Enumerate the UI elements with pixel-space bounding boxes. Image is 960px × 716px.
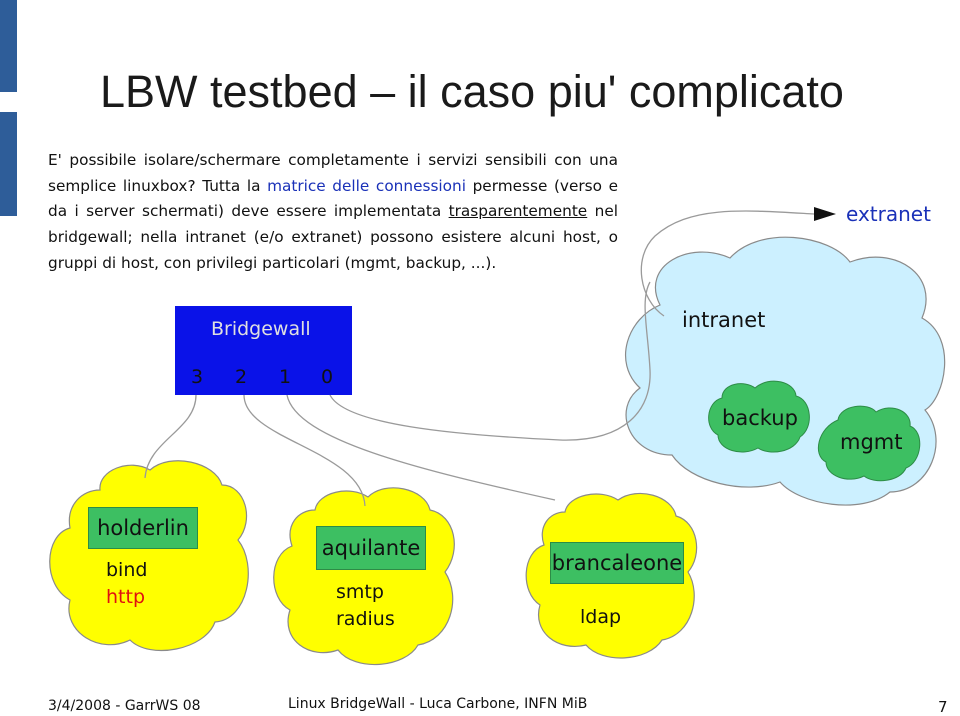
host-brancaleone-tag: brancaleone <box>550 542 684 584</box>
host-aquilante-tag: aquilante <box>316 526 426 570</box>
backup-label: backup <box>722 406 798 430</box>
mgmt-cloud <box>817 405 921 482</box>
host-holderlin-tag: holderlin <box>88 507 198 549</box>
host-brancaleone-name: brancaleone <box>551 551 683 575</box>
holderlin-cloud <box>49 460 249 652</box>
port-1: 1 <box>279 366 292 388</box>
link-port0-intranet <box>329 281 651 441</box>
mgmt-label: mgmt <box>840 430 903 454</box>
edge-bar-bottom <box>0 112 17 216</box>
port-0: 0 <box>321 366 334 388</box>
host-holderlin-name: holderlin <box>97 516 189 540</box>
slide-title: LBW testbed – il caso piu' complicato <box>100 66 844 117</box>
service-ldap: ldap <box>580 606 622 628</box>
service-bind: bind <box>106 559 148 581</box>
aquilante-cloud <box>273 487 455 666</box>
body-underlined: trasparentemente <box>448 202 588 221</box>
footer-date: 3/4/2008 - GarrWS 08 <box>48 698 201 714</box>
link-port2-aquilante <box>243 394 366 507</box>
extranet-label: extranet <box>846 202 931 226</box>
bridgewall-box: Bridgewall 3 2 1 0 <box>175 306 352 395</box>
footer-page-number: 7 <box>938 698 948 716</box>
service-radius: radius <box>336 608 395 630</box>
backup-cloud <box>708 380 810 453</box>
host-aquilante-name: aquilante <box>321 536 421 560</box>
body-text-1: E' possibile isolare/schermare completam… <box>48 151 618 195</box>
extranet-arrow-icon <box>814 207 836 221</box>
body-text-2: permesse (verso e da i server schermati)… <box>48 176 618 221</box>
body-text-3: nel bridgewall; nella intranet (e/o extr… <box>48 202 619 272</box>
link-intranet-extranet <box>640 210 815 317</box>
body-keyword: matrice delle connessioni <box>267 176 466 195</box>
footer-author: Linux BridgeWall - Luca Carbone, INFN Mi… <box>288 696 588 712</box>
port-2: 2 <box>235 366 248 388</box>
bridgewall-label: Bridgewall <box>211 318 311 340</box>
slide-body: E' possibile isolare/schermare completam… <box>48 148 618 277</box>
service-smtp: smtp <box>336 581 384 603</box>
service-http: http <box>106 586 146 608</box>
link-port3-holderlin <box>144 394 197 479</box>
intranet-label: intranet <box>682 308 766 332</box>
edge-bar-top <box>0 0 17 92</box>
link-port1-brancaleone <box>286 394 556 501</box>
port-3: 3 <box>191 366 204 388</box>
